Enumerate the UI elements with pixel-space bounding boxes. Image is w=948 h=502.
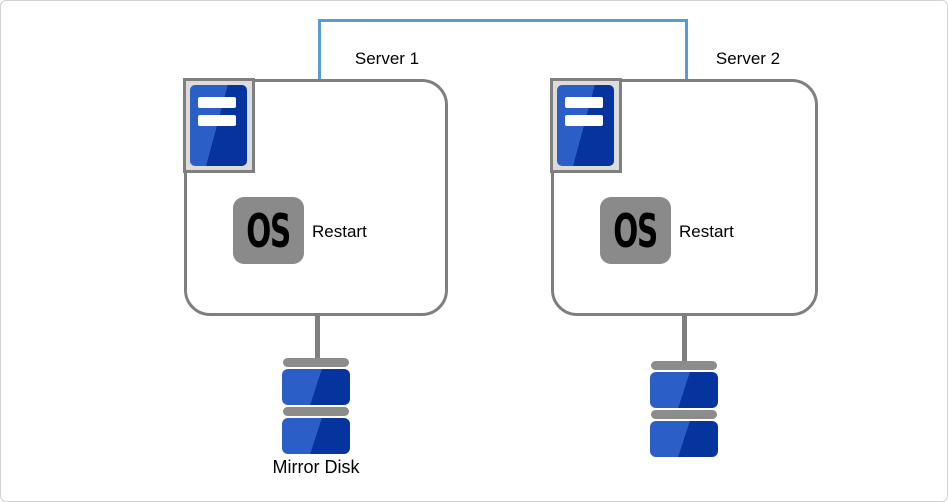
server2-disk-connector-line — [682, 314, 687, 362]
server1-server-icon — [183, 78, 255, 173]
server1-os-icon: OS — [233, 197, 304, 264]
server1-mirror-disk-icon — [282, 358, 350, 454]
disk-spacer — [651, 361, 717, 370]
disk-platter — [282, 418, 350, 454]
disk-spacer — [651, 410, 717, 419]
disk-spacer — [283, 407, 349, 416]
server-tower-icon — [190, 85, 247, 166]
server2-server-icon — [550, 78, 622, 173]
server-slot-icon — [198, 97, 236, 108]
disk-platter — [650, 421, 718, 457]
server-slot-icon — [565, 97, 603, 108]
heartbeat-link-horizontal — [318, 19, 688, 22]
disk-spacer — [283, 358, 349, 367]
server2-restart-label: Restart — [679, 222, 734, 241]
os-badge-label: OS — [246, 203, 292, 258]
mirror-disk-label: Mirror Disk — [272, 457, 360, 477]
disk-platter — [650, 372, 718, 408]
server2-os-icon: OS — [600, 197, 671, 264]
server2-mirror-disk-icon — [650, 361, 718, 457]
server2-label: Server 2 — [715, 49, 781, 68]
disk-platter — [282, 369, 350, 405]
os-badge-label: OS — [613, 203, 659, 258]
server1-label: Server 1 — [354, 49, 420, 68]
heartbeat-link-drop-right — [685, 19, 688, 80]
server1-disk-connector-line — [315, 315, 320, 359]
server1-restart-label: Restart — [312, 222, 367, 241]
heartbeat-link-drop-left — [318, 19, 321, 80]
server-tower-icon — [557, 85, 614, 166]
server-slot-icon — [198, 115, 236, 126]
server-slot-icon — [565, 115, 603, 126]
